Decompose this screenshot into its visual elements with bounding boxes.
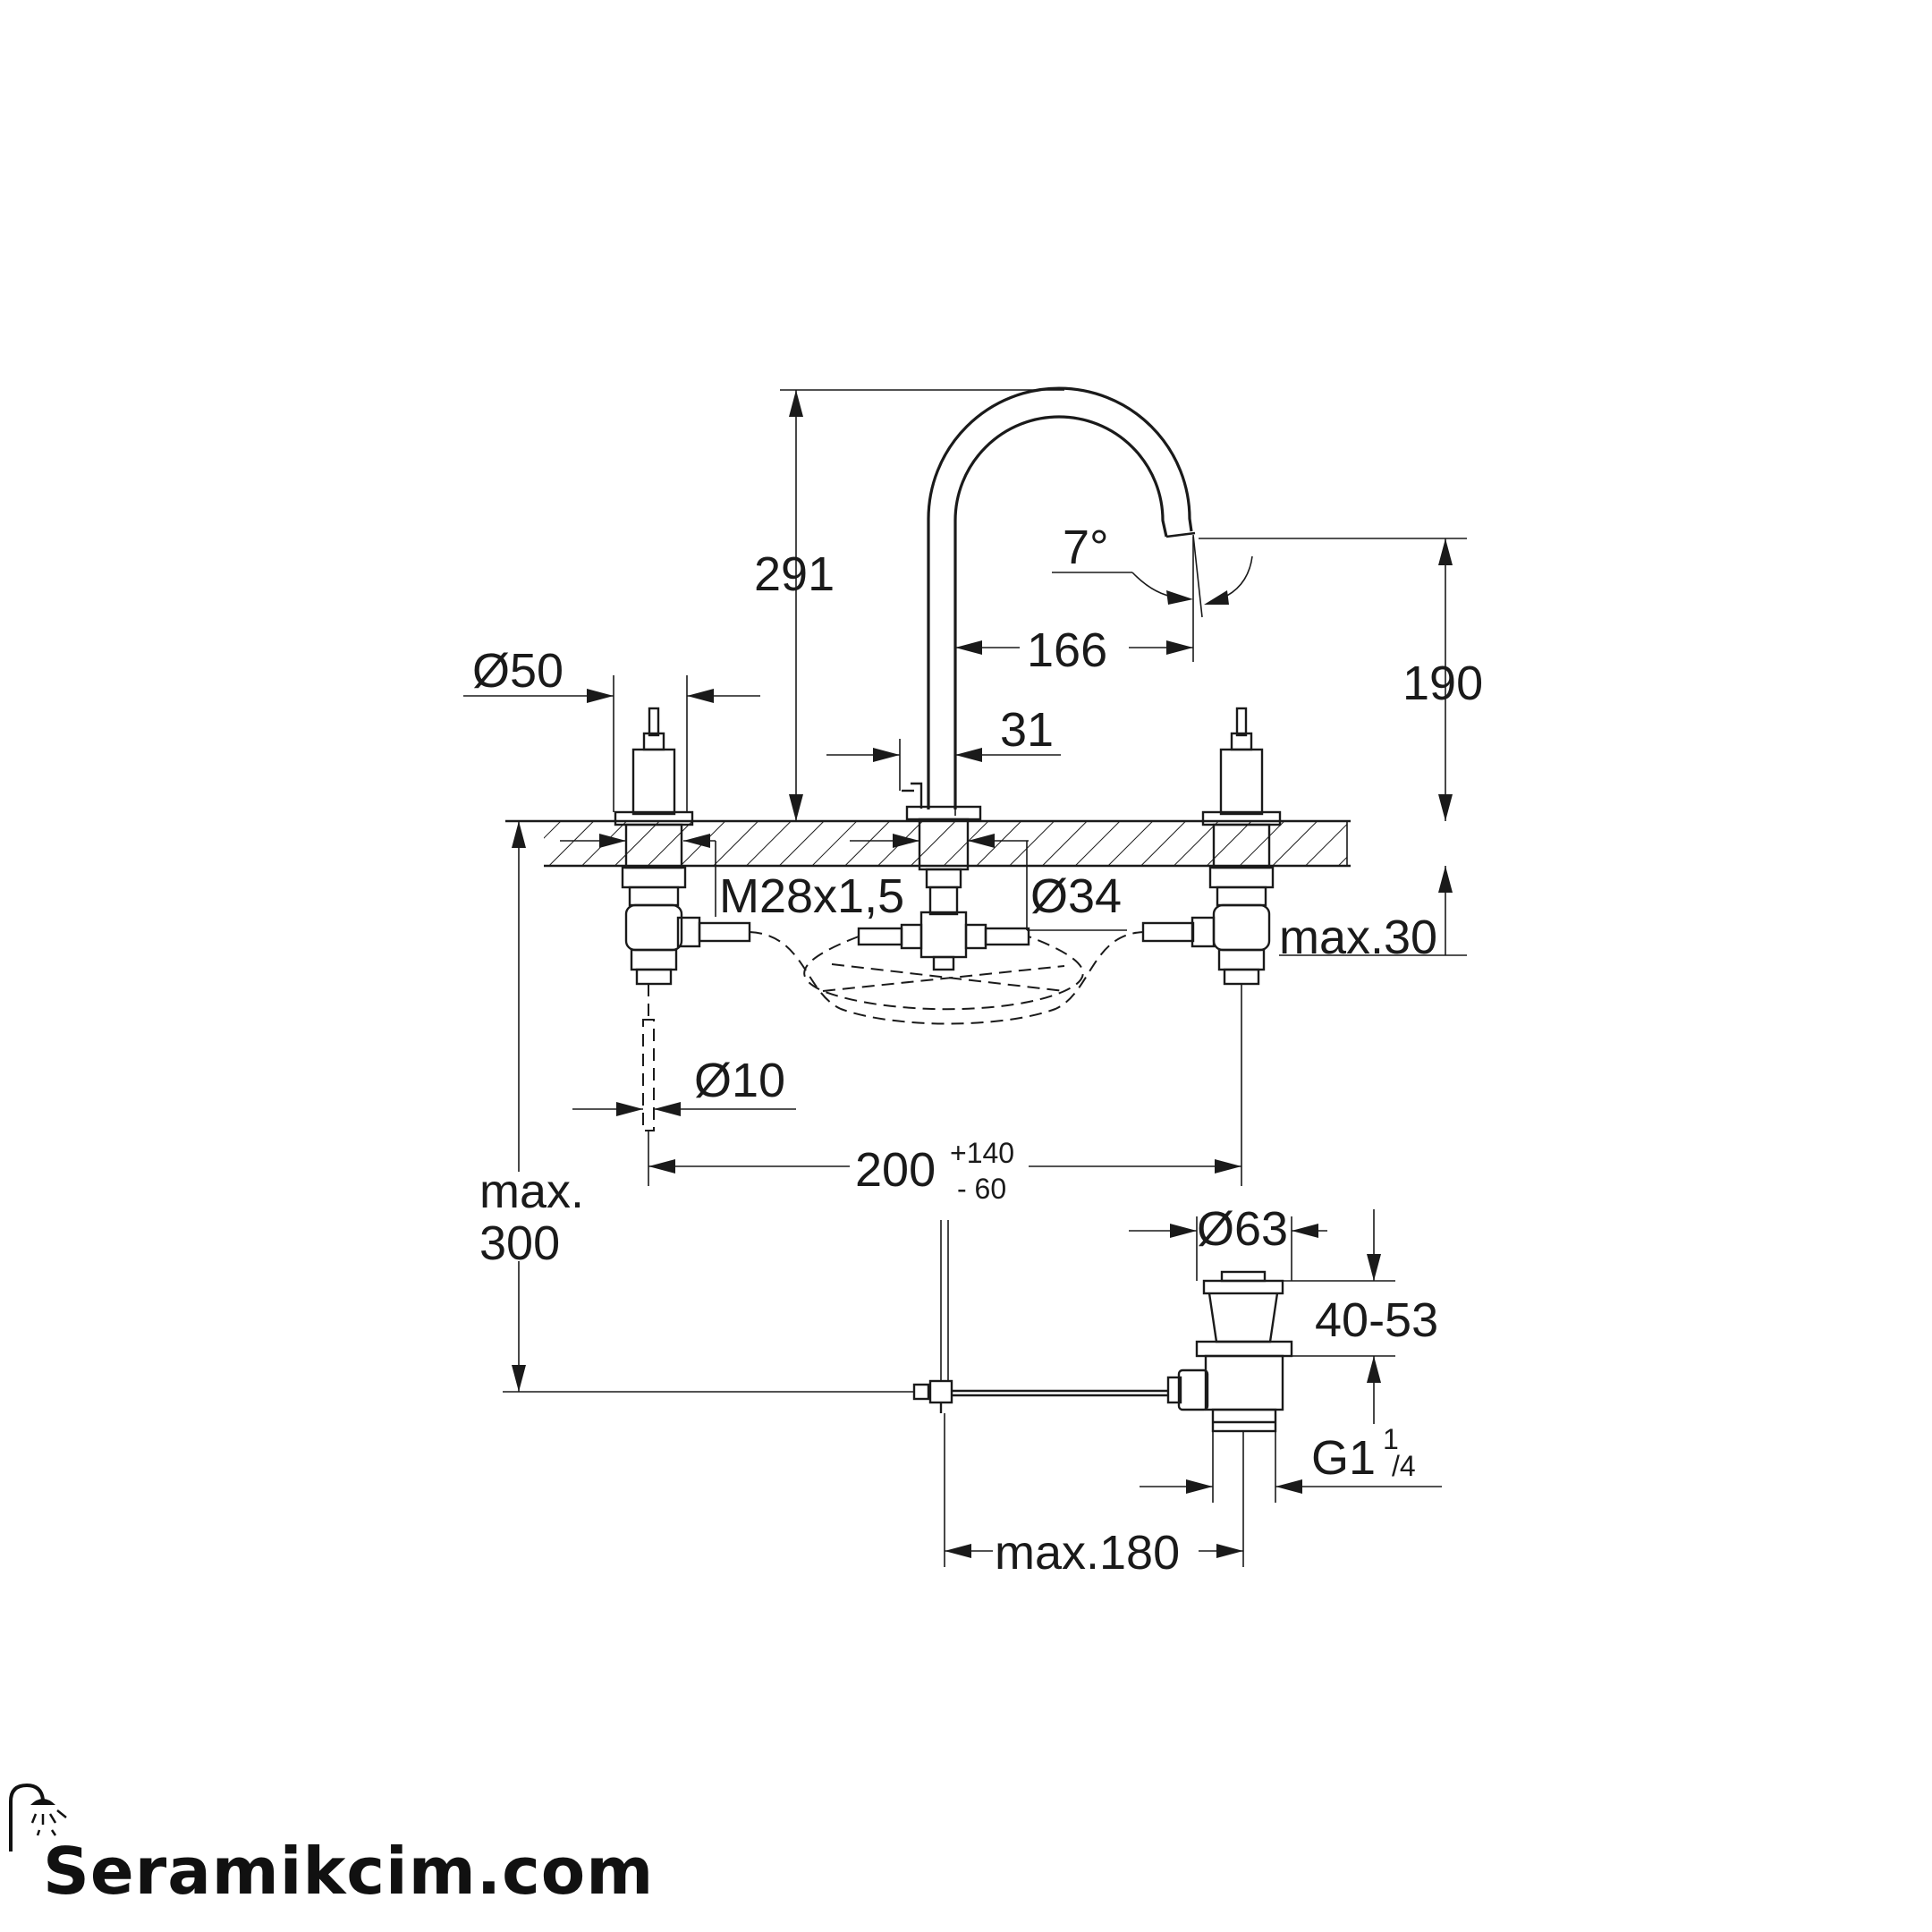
dim-thread: M28x1,5	[560, 834, 904, 923]
dim-deck-thickness: max.30	[1279, 866, 1467, 964]
hoses	[749, 931, 1144, 1025]
label-d50: Ø50	[472, 644, 564, 698]
dim-drain-range: 40-53	[1267, 1209, 1438, 1424]
label-max: max.	[479, 1165, 584, 1218]
dim-spread: 200 +140 - 60	[648, 984, 1242, 1205]
label-max180: max.180	[995, 1526, 1180, 1580]
dim-drain-thread: G1 1 /4	[1140, 1423, 1442, 1503]
label-spread-minus: - 60	[957, 1173, 1006, 1205]
dim-tube-diameter: Ø10	[572, 1054, 796, 1116]
dim-spout-height: 190	[1199, 538, 1483, 821]
popup-rod	[642, 984, 655, 1131]
brand-name: Seramikcim.com	[43, 1834, 655, 1909]
dim-drain-reach: max.180	[944, 1413, 1244, 1580]
label-291: 291	[754, 547, 835, 601]
label-d34: Ø34	[1030, 869, 1122, 923]
shower-head-icon	[9, 1783, 67, 1852]
drain	[912, 1220, 1293, 1433]
label-g1: G1	[1311, 1431, 1376, 1485]
label-max30: max.30	[1279, 911, 1437, 964]
dim-spout-tilt: 7°	[1052, 521, 1253, 618]
label-40-53: 40-53	[1315, 1293, 1438, 1347]
left-valve	[614, 707, 751, 986]
label-d10: Ø10	[694, 1054, 785, 1107]
label-spread-plus: +140	[950, 1137, 1014, 1169]
label-166: 166	[1027, 623, 1107, 677]
dim-drain-diameter: Ø63	[1129, 1202, 1327, 1281]
dim-spout-reach: 166	[954, 537, 1194, 816]
label-g1-den: /4	[1392, 1450, 1416, 1482]
label-31: 31	[1000, 703, 1054, 757]
label-200: 200	[855, 1143, 936, 1197]
label-g1-num: 1	[1383, 1423, 1399, 1455]
dim-spout-base: 31	[826, 703, 1061, 791]
right-valve	[1141, 707, 1282, 986]
dim-total-height: 291	[754, 389, 1064, 821]
label-d63: Ø63	[1197, 1202, 1288, 1256]
label-190: 190	[1402, 657, 1483, 710]
spout	[902, 386, 1196, 916]
dim-handle-diameter: Ø50	[463, 644, 760, 812]
dim-shank-diameter: Ø34	[850, 834, 1127, 931]
label-7deg: 7°	[1063, 521, 1109, 574]
label-m28: M28x1,5	[719, 869, 904, 923]
dim-max-depth: max. 300	[479, 820, 914, 1393]
countertop	[505, 819, 1351, 868]
watermark: Seramikcim.com	[0, 1780, 716, 1932]
label-300: 300	[479, 1216, 560, 1270]
